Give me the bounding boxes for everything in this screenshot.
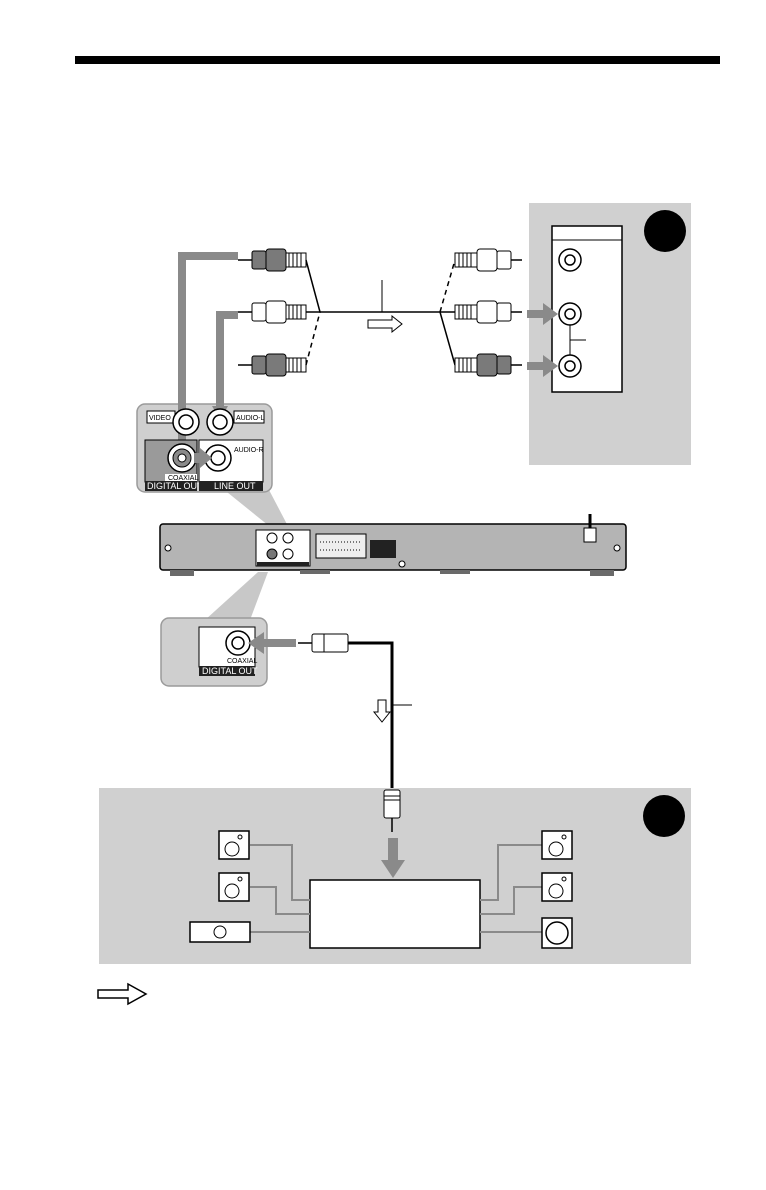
rca-plug-right-top [454, 248, 522, 272]
rear-jack-video-label: VIDEO [149, 415, 171, 422]
rca-plug-right-mid [454, 300, 522, 324]
rca-signal-flow-arrow [367, 314, 403, 334]
coaxial-zoom-jack: COAXIAL [198, 626, 257, 668]
speaker-rear-left [218, 872, 250, 902]
rca-cable-wires [305, 259, 456, 366]
coax-signal-flow-arrow [372, 699, 392, 723]
rear-jack-audio-r: AUDIO-R [198, 439, 264, 483]
rear-jack-video: VIDEO [146, 408, 200, 436]
rear-jack-audio-l-label: AUDIO-L [236, 415, 265, 422]
amp-jack-1 [558, 248, 582, 272]
amp-input-panel [551, 225, 623, 393]
rear-jack-coaxial-label: COAXIAL [168, 475, 198, 482]
rca-plug-left-bottom [238, 353, 307, 377]
arrow-into-amp-r [527, 355, 558, 377]
speaker-front-right [541, 830, 573, 860]
arrow-plug-to-audio-r [194, 448, 212, 468]
zoom-wedge-bottom [205, 572, 268, 620]
coaxial-zoom-jack-label: COAXIAL [227, 658, 257, 665]
header-rule [75, 56, 720, 64]
amp-jack-2 [558, 302, 582, 326]
coaxial-zoom-bar-label: DIGITAL OUT [202, 666, 258, 676]
badge-a [644, 210, 686, 252]
coaxial-zoom-bar [199, 666, 255, 676]
digital-out-label: DIGITAL OUT [147, 481, 203, 491]
coax-plug-down [383, 789, 401, 832]
rear-jack-audio-l: AUDIO-L [206, 408, 265, 436]
arrow-into-coaxial-zoom [248, 632, 296, 654]
speaker-front-left [218, 830, 250, 860]
speaker-center [189, 921, 251, 943]
arrow-into-amp-l [527, 303, 558, 325]
rca-plug-left-top [238, 248, 307, 272]
line-out-bar [199, 481, 263, 491]
digital-out-bar [145, 481, 197, 491]
speaker-rear-right [541, 872, 573, 902]
zoom-wedge-top [222, 488, 290, 530]
rca-plug-right-bottom [454, 353, 522, 377]
arrow-into-av-amp [381, 838, 405, 878]
amp-jack-3 [558, 354, 582, 378]
rear-jack-coaxial: COAXIAL [144, 439, 198, 483]
rca-plug-left-mid [238, 300, 307, 324]
line-out-label: LINE OUT [214, 481, 256, 491]
signal-flow-legend-arrow [97, 982, 148, 1006]
speaker-wires [250, 844, 542, 933]
badge-b [643, 795, 685, 837]
speaker-subwoofer [541, 917, 573, 949]
av-amplifier-box [309, 879, 481, 949]
rear-jack-audio-r-label: AUDIO-R [234, 447, 264, 454]
dvd-player-rear [159, 514, 627, 576]
coaxial-cable [298, 633, 412, 790]
